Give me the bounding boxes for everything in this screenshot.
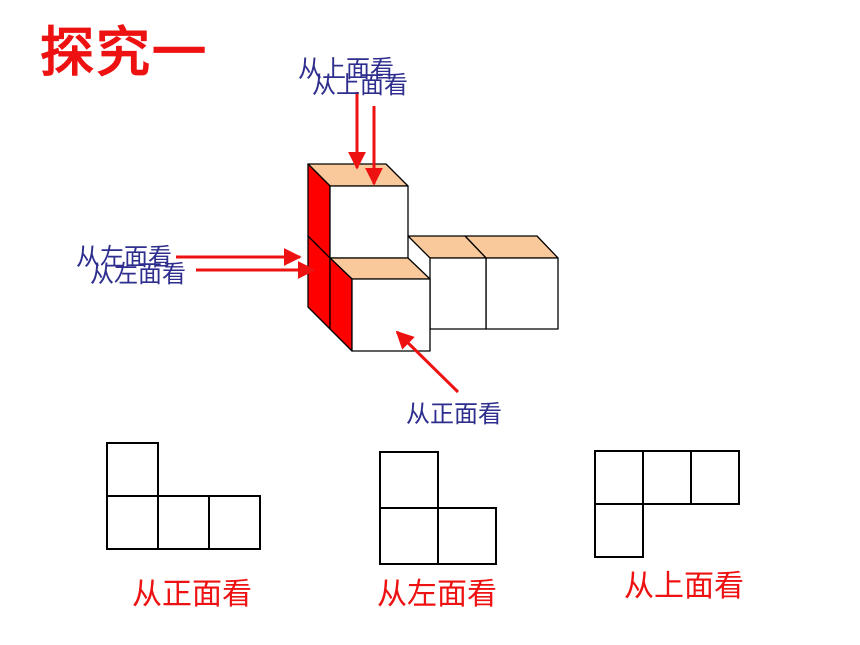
front-view-cell: [157, 495, 210, 550]
cube-assembly: [307, 163, 559, 352]
left-view-cell: [379, 507, 439, 565]
label-top-view-a: 从上面看: [298, 55, 394, 83]
top-view-cell: [594, 450, 644, 505]
front-view-cell: [208, 495, 261, 550]
page-title: 探究一: [40, 21, 208, 84]
caption-top-view: 从上面看: [624, 569, 744, 604]
view-arrows: [176, 92, 460, 394]
left-view-cell: [379, 451, 439, 509]
caption-front-view: 从正面看: [132, 577, 252, 612]
front-view-cell: [106, 495, 159, 550]
left-view-grid: [379, 451, 497, 565]
cube-upper: [307, 163, 409, 259]
top-view-cell: [642, 450, 692, 505]
caption-left-view: 从左面看: [377, 577, 497, 612]
label-left-view-b: 从左面看: [90, 260, 186, 288]
top-view-grid: [594, 450, 740, 558]
label-top-view-b: 从上面看: [312, 71, 408, 99]
cube-front: [329, 257, 431, 352]
left-view-cell: [437, 507, 497, 565]
label-left-view-a: 从左面看: [76, 243, 172, 271]
label-front-view: 从正面看: [406, 400, 502, 428]
front-view-grid: [106, 442, 261, 550]
top-view-cell: [594, 503, 644, 558]
cube-back-right-1: [407, 235, 487, 330]
arrow-front: [395, 330, 460, 394]
front-view-cell: [106, 442, 159, 497]
top-view-cell: [690, 450, 740, 505]
